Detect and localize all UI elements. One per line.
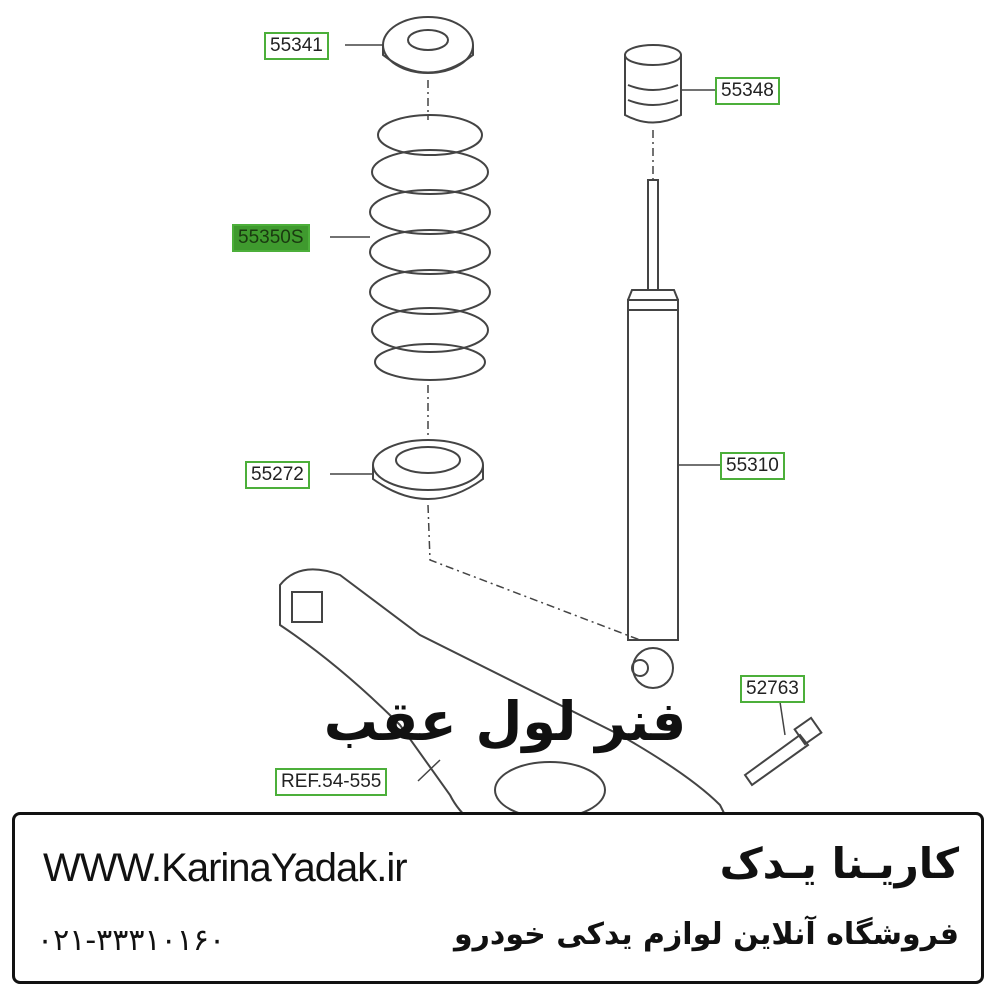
bolt-drawing xyxy=(743,716,823,787)
part-label-55272[interactable]: 55272 xyxy=(245,461,310,489)
website-url[interactable]: WWW.KarinaYadak.ir xyxy=(43,846,408,890)
lower-spring-seat-drawing xyxy=(372,439,484,500)
upper-spring-seat-drawing xyxy=(382,16,474,74)
part-label-55348[interactable]: 55348 xyxy=(715,77,780,105)
part-label-55341[interactable]: 55341 xyxy=(264,32,329,60)
leader-lines xyxy=(330,44,786,782)
diagram-title: فنر لول عقب xyxy=(323,690,687,753)
brand-name: کاریـنا یـدک xyxy=(719,839,959,888)
part-label-55350s[interactable]: 55350S xyxy=(232,224,310,252)
phone-number: ۰۲۱-۳۳۳۱۰۱۶۰ xyxy=(37,923,226,958)
part-label-52763[interactable]: 52763 xyxy=(740,675,805,703)
footer-banner: WWW.KarinaYadak.ir ۰۲۱-۳۳۳۱۰۱۶۰ کاریـنا … xyxy=(12,812,984,984)
brand-tagline: فروشگاه آنلاین لوازم یدکی خودرو xyxy=(454,917,959,952)
shock-absorber-drawing xyxy=(627,179,679,689)
part-label-55310[interactable]: 55310 xyxy=(720,452,785,480)
coil-spring-drawing xyxy=(369,114,491,381)
bump-stopper-drawing xyxy=(624,44,682,124)
ref-label[interactable]: REF.54-555 xyxy=(275,768,388,796)
